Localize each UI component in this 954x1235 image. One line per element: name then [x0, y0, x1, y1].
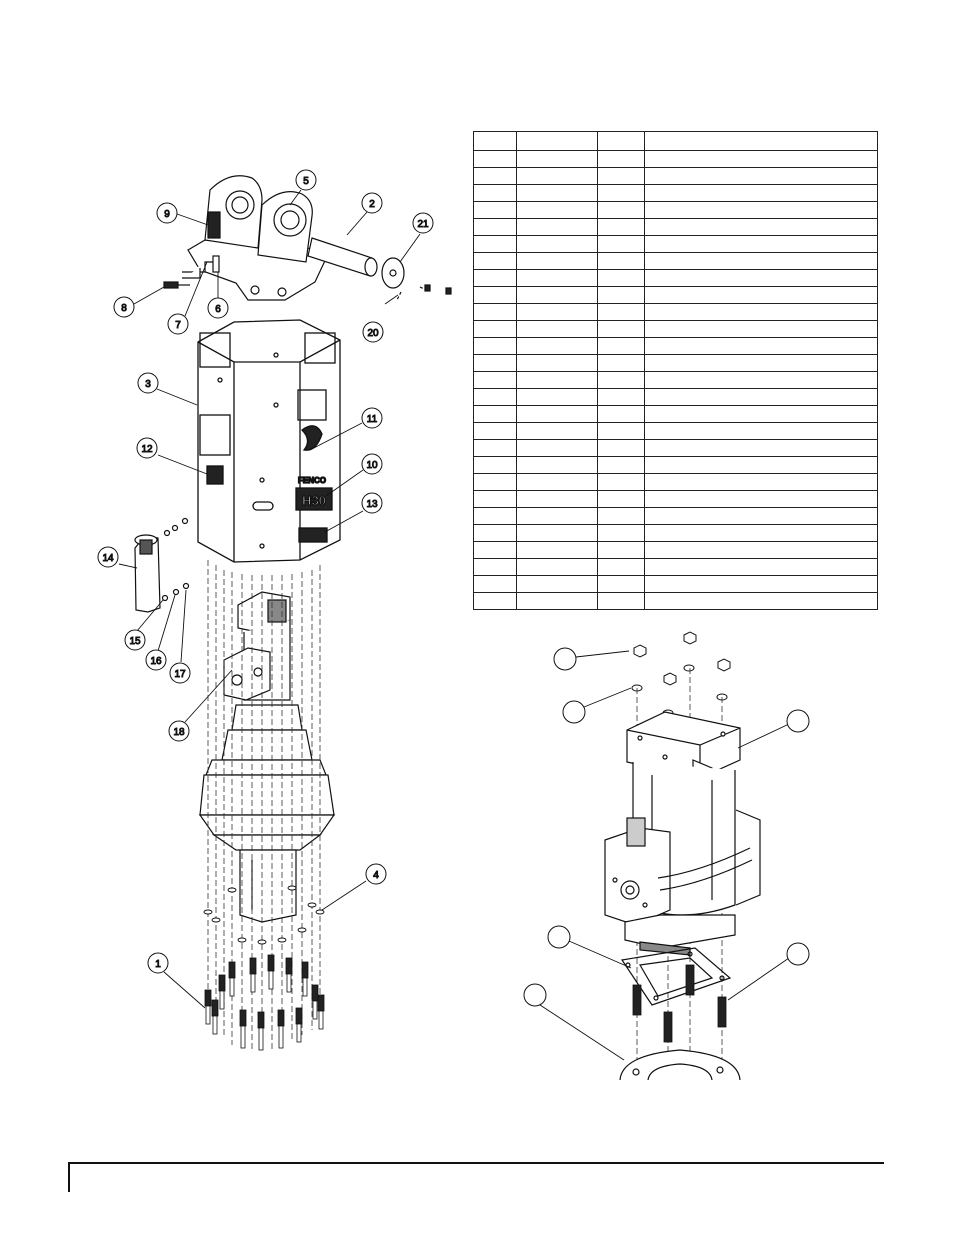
parts-table-row [473, 184, 878, 202]
callout-18: 18 [168, 720, 190, 742]
parts-table-row [473, 354, 878, 372]
callout-16: 16 [145, 649, 167, 671]
svg-text:4: 4 [373, 870, 379, 881]
svg-text:11: 11 [367, 414, 378, 425]
svg-text:12: 12 [141, 444, 153, 455]
callout-6: 6 [207, 297, 229, 319]
parts-list-table [473, 131, 878, 610]
callout-10: 10 [361, 453, 383, 475]
parts-table-row [473, 218, 878, 236]
model-decal: H30 [302, 493, 326, 508]
detail-callout-f [786, 942, 810, 966]
detail-callout-d [547, 925, 571, 949]
gearbox [198, 704, 336, 923]
parts-table-cell [644, 592, 878, 610]
callout-12: 12 [136, 437, 158, 459]
callout-17: 17 [169, 662, 191, 684]
pin-assembly [307, 237, 452, 301]
detail-motor-body [604, 762, 761, 956]
detail-callout-b [562, 700, 586, 724]
svg-text:7: 7 [175, 320, 181, 331]
callout-3: 3 [137, 372, 159, 394]
svg-text:17: 17 [174, 669, 186, 680]
socket-14 [134, 517, 190, 613]
callout-2: 2 [361, 192, 383, 214]
bolt-shanks [205, 970, 324, 1051]
detail-callout-e [523, 983, 547, 1007]
parts-table-row [473, 490, 878, 508]
octagonal-housing: FENCO H30 [197, 319, 341, 563]
detail-studs [632, 964, 727, 1043]
parts-table-row [473, 252, 878, 270]
footer-tick [68, 1162, 70, 1192]
parts-table-row [473, 235, 878, 253]
svg-text:5: 5 [303, 176, 309, 187]
detail-flange [619, 1049, 741, 1081]
brand-decal: FENCO [298, 476, 326, 485]
washers-4 [203, 885, 325, 945]
parts-table-row [473, 575, 878, 593]
svg-text:15: 15 [129, 636, 141, 647]
leader-lines-detail [536, 650, 790, 1061]
parts-table-row [473, 201, 878, 219]
detail-nuts-washers [631, 631, 731, 717]
parts-table-row [473, 592, 878, 610]
leader-lines-main [118, 189, 421, 1009]
callout-7: 7 [167, 313, 189, 335]
svg-text:10: 10 [366, 460, 378, 471]
parts-table-row [473, 507, 878, 525]
callouts-main: 1 2 3 4 5 6 7 8 9 10 11 12 13 14 15 16 1… [97, 169, 434, 974]
detail-callout-c [786, 709, 810, 733]
callout-11: 11 [361, 407, 383, 429]
fastener-center-lines [207, 560, 321, 1052]
svg-text:16: 16 [150, 656, 162, 667]
parts-table-row [473, 286, 878, 304]
callout-8: 8 [113, 296, 135, 318]
callout-13: 13 [361, 492, 383, 514]
detail-valve-block [626, 711, 741, 779]
svg-text:14: 14 [102, 553, 114, 564]
callout-1: 1 [147, 952, 169, 974]
svg-text:13: 13 [366, 499, 378, 510]
svg-text:1: 1 [155, 959, 161, 970]
callout-5: 5 [295, 169, 317, 191]
bolt-8-and-bracket-6-7 [163, 255, 220, 289]
callout-14: 14 [97, 546, 119, 568]
callout-21: 21 [412, 212, 434, 234]
bolts-1 [204, 954, 325, 1029]
top-bracket [187, 175, 331, 301]
parts-table-row [473, 269, 878, 287]
motor-valve-18 [223, 591, 291, 701]
callout-15: 15 [124, 629, 146, 651]
svg-text:20: 20 [367, 328, 379, 339]
parts-table-row [473, 167, 878, 185]
parts-table-row [473, 558, 878, 576]
callout-9: 9 [156, 202, 178, 224]
callout-4: 4 [365, 863, 387, 885]
svg-text:3: 3 [145, 379, 151, 390]
svg-text:21: 21 [417, 219, 429, 230]
footer-rule [68, 1162, 884, 1164]
svg-text:18: 18 [173, 727, 185, 738]
callout-20: 20 [362, 321, 384, 343]
callouts-detail [523, 647, 810, 1007]
detail-gasket [620, 947, 732, 1006]
svg-text:9: 9 [164, 209, 170, 220]
svg-text:6: 6 [215, 304, 221, 315]
svg-text:2: 2 [369, 199, 375, 210]
svg-text:8: 8 [121, 303, 127, 314]
detail-callout-a [553, 647, 577, 671]
